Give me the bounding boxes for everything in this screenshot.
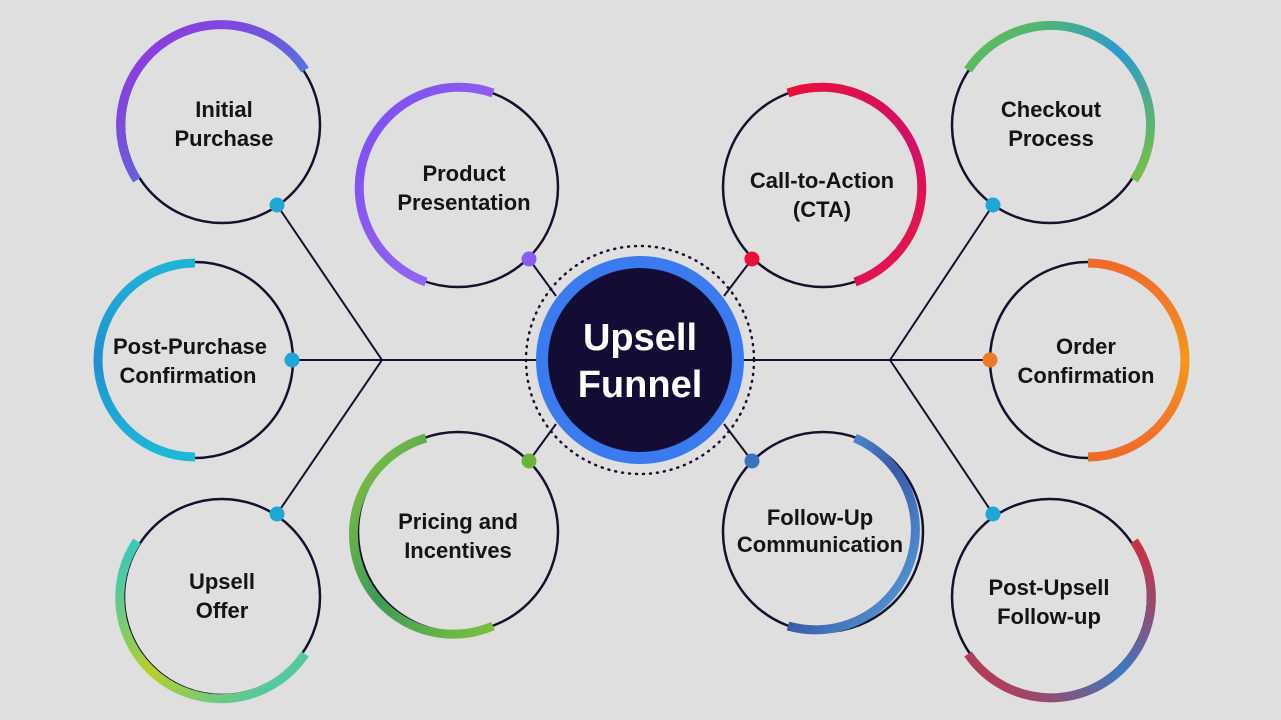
ring-arc-product-presentation: [354, 82, 495, 287]
node-post-upsell-follow-up: Post-Upsell Follow-up: [950, 497, 1156, 703]
node-call-to-action: Call-to-Action (CTA): [721, 82, 927, 289]
node-label-line1: Follow-Up: [767, 505, 873, 530]
ring-arc-order-confirmation: [1087, 258, 1190, 462]
node-label-line1: Post-Upsell: [988, 575, 1109, 600]
node-label-line1: Pricing and: [398, 509, 518, 534]
connector-dot: [744, 453, 760, 469]
connector-left-hub: [276, 204, 540, 515]
connector-right-hub: [740, 204, 994, 515]
connector-dot: [982, 352, 998, 368]
node-post-purchase-confirmation: Post-Purchase Confirmation: [93, 258, 300, 462]
ring-arc-initial-purchase: [116, 20, 309, 183]
connector-dot: [284, 352, 300, 368]
center-title-line1: Upsell: [583, 317, 697, 359]
node-label-line1: Order: [1056, 334, 1116, 359]
node-label-line2: Incentives: [404, 538, 512, 563]
connector-lines: [276, 204, 994, 515]
node-upsell-offer: Upsell Offer: [115, 497, 322, 704]
connector-dot: [521, 251, 537, 267]
connector-dot: [269, 506, 285, 522]
node-label-line2: (CTA): [793, 197, 851, 222]
node-label-line2: Communication: [737, 532, 903, 557]
ring-arc-checkout-process: [964, 20, 1156, 183]
center-disc: [548, 268, 732, 452]
node-label-line1: Product: [422, 161, 506, 186]
node-label-line2: Offer: [196, 598, 249, 623]
node-label-line1: Initial: [195, 97, 252, 122]
ring-arc-pricing-and-incentives: [348, 433, 495, 639]
connector-dot: [744, 251, 760, 267]
node-label-line1: Checkout: [1001, 97, 1102, 122]
center-title-line2: Funnel: [578, 364, 703, 406]
node-label-line2: Confirmation: [1018, 363, 1155, 388]
connector-dot: [985, 197, 1001, 213]
node-product-presentation: Product Presentation: [354, 82, 560, 289]
node-follow-up-communication: Follow-Up Communication: [721, 430, 925, 635]
node-label-line1: Post-Purchase: [113, 334, 267, 359]
node-label-line2: Purchase: [174, 126, 273, 151]
connector-cta: [723, 258, 753, 297]
ring-arc-post-purchase-confirmation: [93, 258, 196, 462]
node-label-line2: Confirmation: [120, 363, 257, 388]
node-label-line2: Presentation: [397, 190, 530, 215]
node-label-line1: Upsell: [189, 569, 255, 594]
node-checkout-process: Checkout Process: [950, 20, 1156, 225]
node-order-confirmation: Order Confirmation: [982, 258, 1190, 462]
connector-dot: [521, 453, 537, 469]
center-dotted-ring: [524, 244, 756, 476]
node-initial-purchase: Initial Purchase: [116, 20, 322, 225]
connector-dot: [269, 197, 285, 213]
node-label-line2: Process: [1008, 126, 1094, 151]
ring-arc-call-to-action: [786, 82, 927, 287]
center-hub: Upsell Funnel: [524, 244, 756, 476]
node-pricing-and-incentives: Pricing and Incentives: [348, 430, 560, 639]
ring-arc-follow-up-communication: [786, 433, 920, 635]
ring-arc-post-upsell-follow-up: [964, 538, 1156, 703]
node-label-line2: Follow-up: [997, 604, 1101, 629]
connector-dot: [985, 506, 1001, 522]
ring-arc-upsell-offer: [115, 538, 309, 704]
node-label-line1: Call-to-Action: [750, 168, 894, 193]
